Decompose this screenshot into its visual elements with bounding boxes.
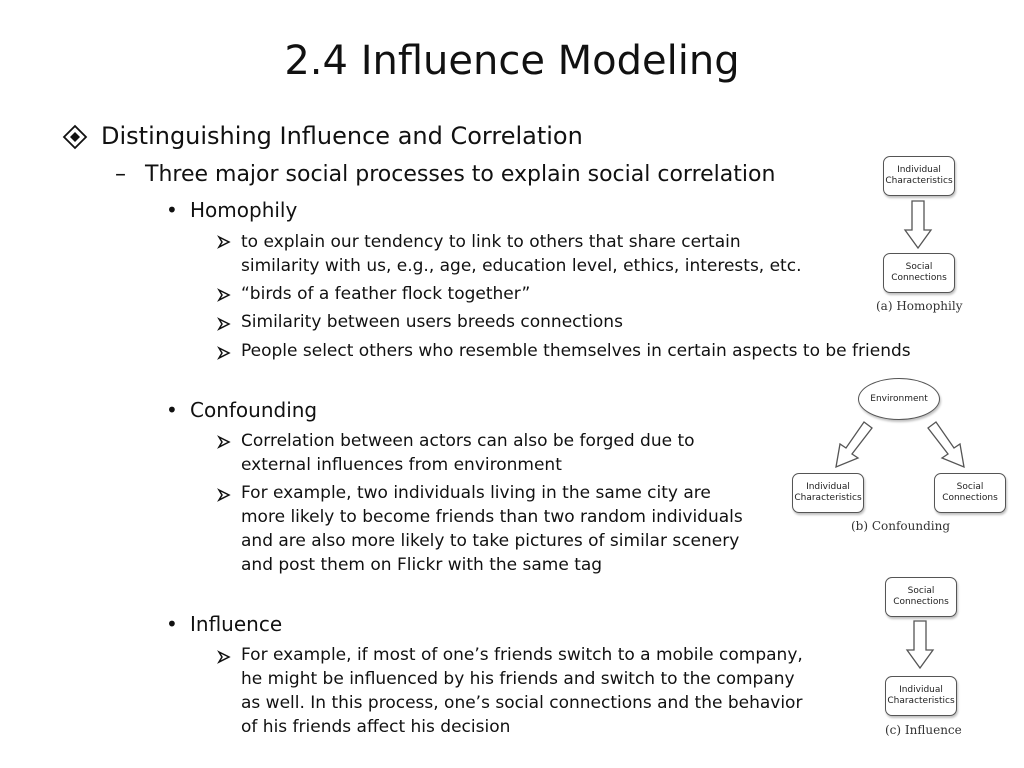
text-line: For example, if most of one’s friends sw… <box>241 645 803 665</box>
down-right-arrow-icon <box>927 421 965 469</box>
label-homophily: Homophily <box>190 198 298 222</box>
text-line: For example, two individuals living in t… <box>241 483 711 503</box>
influence-item-1: For example, if most of one’s friends sw… <box>241 643 803 739</box>
box-line: Social <box>907 586 935 596</box>
diagram-caption-homophily: (a) Homophily <box>876 299 963 313</box>
subheading-processes: Three major social processes to explain … <box>145 162 776 187</box>
box-line: Characteristics <box>887 696 955 706</box>
text-line: to explain our tendency to link to other… <box>241 232 741 252</box>
confounding-item-1: Correlation between actors can also be f… <box>241 429 695 477</box>
arrowhead-bullet-icon <box>217 649 231 668</box>
label-confounding: Confounding <box>190 398 318 422</box>
round-bullet: • <box>166 612 178 636</box>
text-line: as well. In this process, one’s social c… <box>241 693 803 713</box>
homophily-item-2: “birds of a feather flock together” <box>241 284 531 304</box>
diagram-ellipse-environment: Environment <box>858 378 940 420</box>
text-line: Correlation between actors can also be f… <box>241 431 695 451</box>
homophily-item-1: to explain our tendency to link to other… <box>241 230 801 278</box>
ellipse-label: Environment <box>870 393 928 404</box>
arrowhead-bullet-icon <box>217 234 231 253</box>
homophily-item-4: People select others who resemble themse… <box>241 341 911 361</box>
box-line: Connections <box>893 597 949 607</box>
down-arrow-icon <box>905 620 935 670</box>
box-line: Social <box>905 262 933 272</box>
slide-title: 2.4 Influence Modeling <box>284 38 740 84</box>
round-bullet: • <box>166 198 178 222</box>
text-line: and post them on Flickr with the same ta… <box>241 555 603 575</box>
arrowhead-bullet-icon <box>217 434 231 453</box>
heading-distinguishing: Distinguishing Influence and Correlation <box>101 122 583 150</box>
box-line: Connections <box>891 273 947 283</box>
confounding-item-2: For example, two individuals living in t… <box>241 481 743 577</box>
down-arrow-icon <box>903 200 933 250</box>
text-line: of his friends affect his decision <box>241 717 511 737</box>
arrowhead-bullet-icon <box>217 316 231 335</box>
box-line: Individual <box>899 685 943 695</box>
round-bullet: • <box>166 398 178 422</box>
diagram-caption-influence: (c) Influence <box>885 723 962 737</box>
arrowhead-bullet-icon <box>217 345 231 364</box>
arrowhead-bullet-icon <box>217 287 231 306</box>
text-line: similarity with us, e.g., age, education… <box>241 256 802 276</box>
diamond-bullet-icon <box>62 124 88 154</box>
label-influence: Influence <box>190 612 283 636</box>
text-line: and are also more likely to take picture… <box>241 531 740 551</box>
arrowhead-bullet-icon <box>217 487 231 506</box>
down-left-arrow-icon <box>835 421 873 469</box>
text-line: more likely to become friends than two r… <box>241 507 743 527</box>
box-line: Connections <box>942 493 998 503</box>
box-line: Individual <box>897 165 941 175</box>
box-line: Individual <box>806 482 850 492</box>
en-dash-bullet: – <box>115 162 126 187</box>
text-line: external influences from environment <box>241 455 562 475</box>
box-line: Characteristics <box>885 176 953 186</box>
text-line: he might be influenced by his friends an… <box>241 669 795 689</box>
homophily-item-3: Similarity between users breeds connecti… <box>241 312 623 332</box>
diagram-caption-confounding: (b) Confounding <box>851 519 951 533</box>
box-line: Social <box>956 482 984 492</box>
box-line: Characteristics <box>794 493 862 503</box>
